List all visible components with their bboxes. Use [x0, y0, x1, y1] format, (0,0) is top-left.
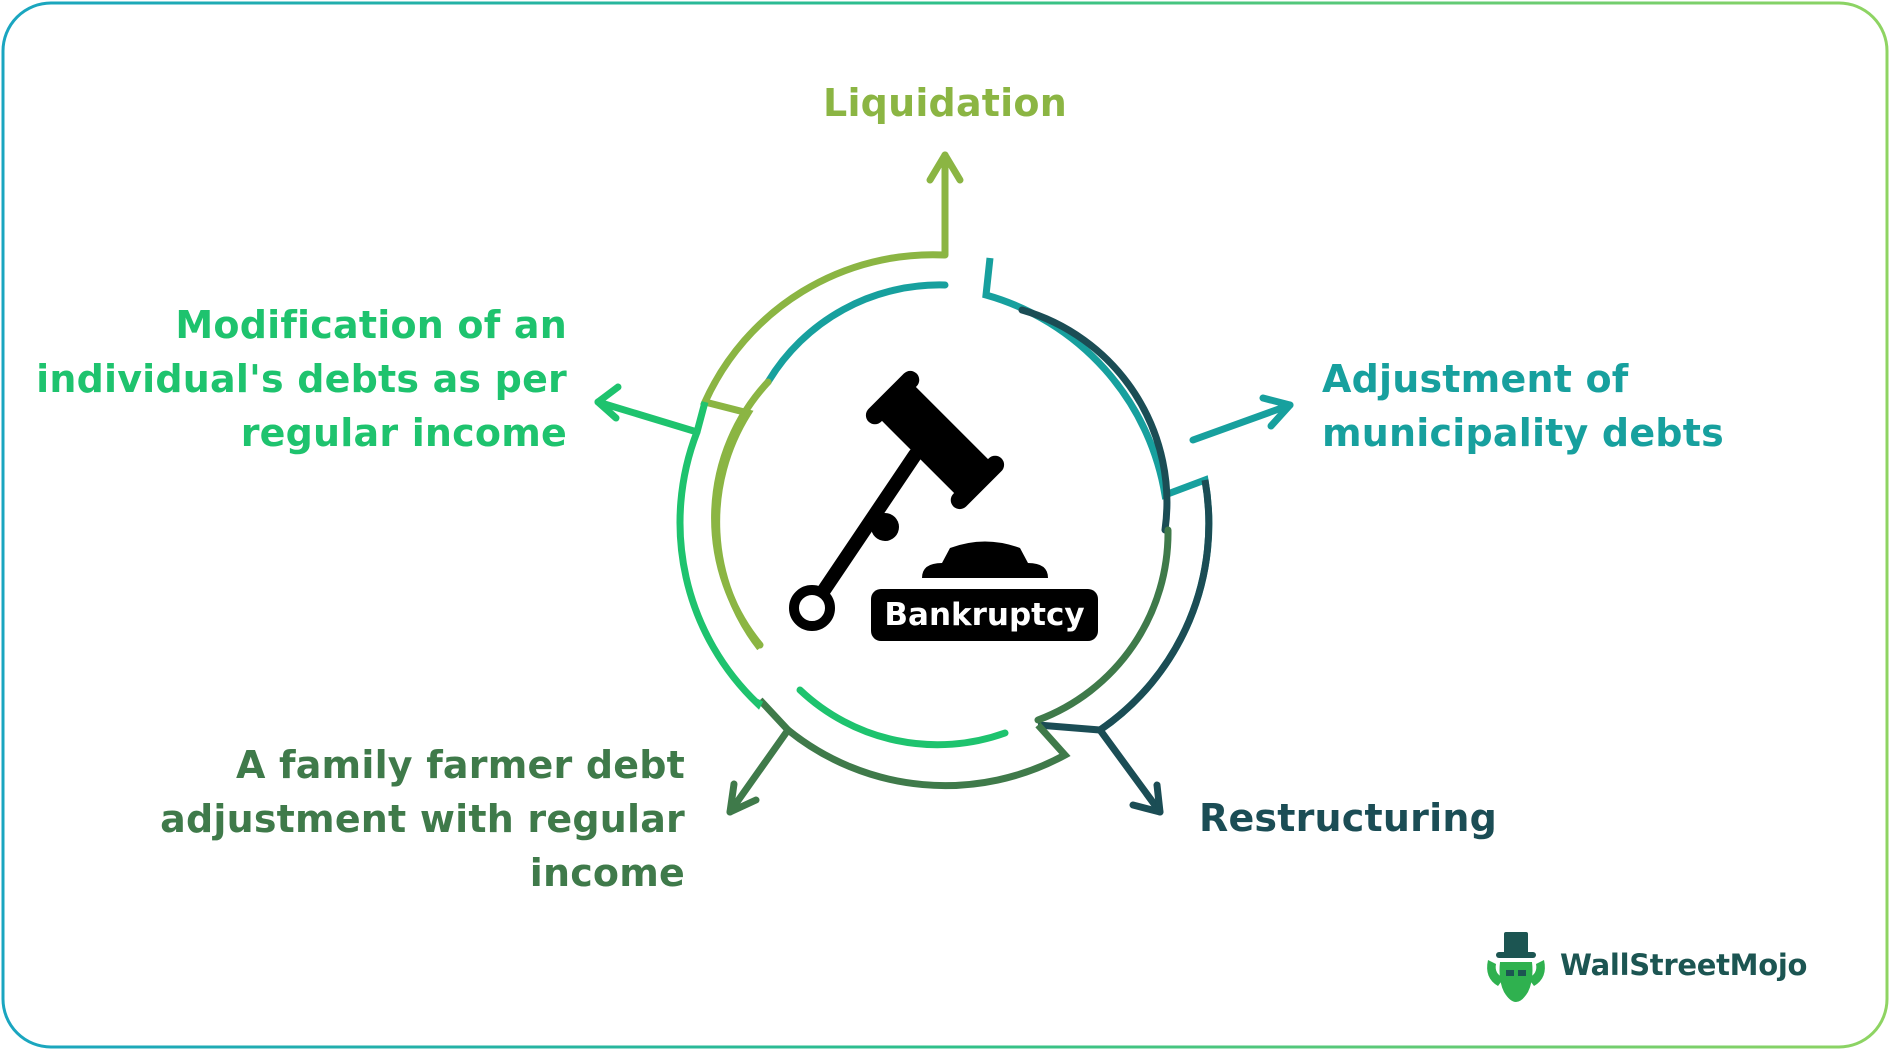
arrows [594, 151, 1294, 816]
label-restructuring: Restructuring [1199, 791, 1719, 845]
label-liquidation: Liquidation [740, 76, 1150, 130]
label-family-line-3: income [529, 851, 685, 895]
inner-arc-bright-green [796, 686, 1009, 749]
arc-adjustment [982, 257, 1213, 733]
arrow-modification [594, 383, 701, 436]
label-adjustment-line-2: municipality debts [1322, 411, 1724, 455]
arrow-restructuring [1096, 726, 1164, 816]
label-liquidation-text: Liquidation [823, 81, 1067, 125]
bull-logo-icon [1487, 932, 1545, 1002]
label-restructuring-text: Restructuring [1199, 796, 1497, 840]
label-family-line-1: A family farmer debt [235, 743, 685, 787]
inner-arc-dark-green [1034, 526, 1172, 724]
label-adjustment: Adjustment of municipality debts [1322, 352, 1842, 460]
arrow-liquidation [926, 151, 964, 259]
label-modification-line-3: regular income [240, 411, 567, 455]
arc-restructuring [1037, 479, 1213, 734]
arc-modification [676, 401, 764, 710]
inner-arc-olive [711, 378, 772, 649]
label-modification-line-2: individual's debts as per [36, 357, 567, 401]
arc-family [757, 697, 1071, 790]
inner-arc-teal [764, 281, 949, 386]
label-modification-line-1: Modification of an [175, 303, 567, 347]
gavel-icon [789, 370, 1048, 631]
label-family-line-2: adjustment with regular [160, 797, 685, 841]
brand: WallStreetMojo [1482, 930, 1807, 1000]
brand-name: WallStreetMojo [1560, 948, 1808, 982]
arrow-family [726, 726, 792, 816]
label-modification: Modification of an individual's debts as… [20, 298, 567, 460]
inner-ring [711, 281, 1172, 749]
outer-ring [676, 251, 1213, 790]
label-family-farmer: A family farmer debt adjustment with reg… [105, 738, 685, 900]
bankruptcy-tag: Bankruptcy [871, 589, 1098, 641]
label-adjustment-line-1: Adjustment of [1322, 357, 1629, 401]
inner-arc-dark-teal [1018, 306, 1171, 534]
arrow-adjustment [1189, 394, 1294, 444]
